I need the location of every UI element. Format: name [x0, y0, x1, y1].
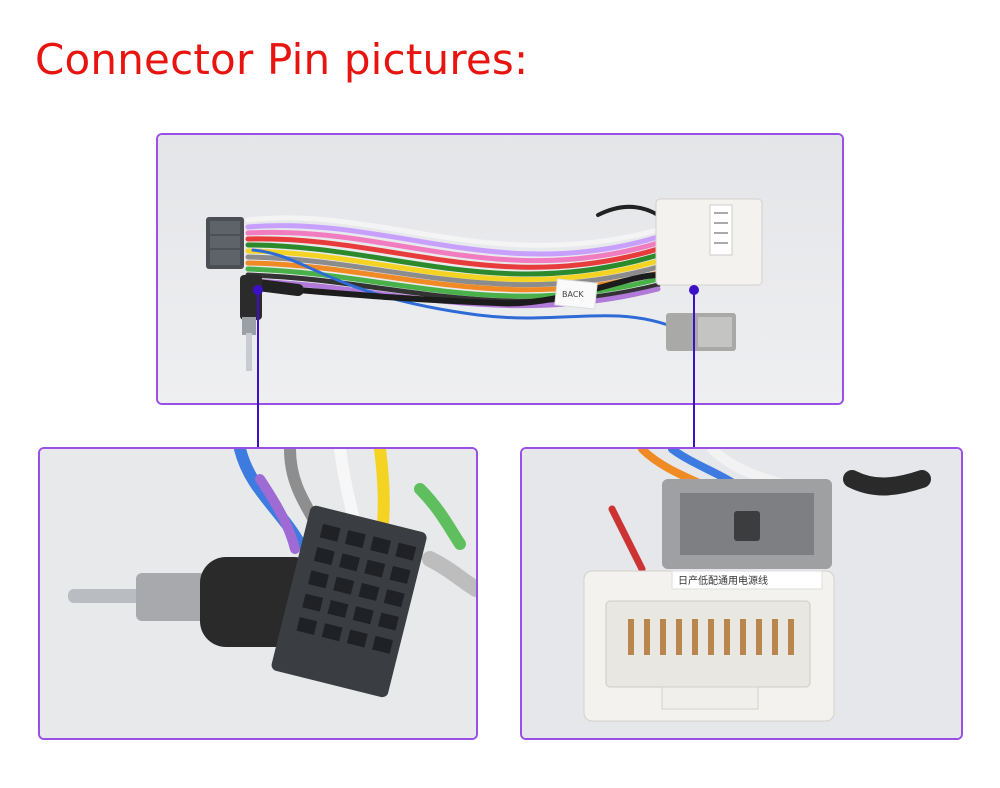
white-connector [583, 570, 835, 722]
grey-connector [662, 479, 832, 569]
radio-side-connector-photo [38, 447, 478, 740]
svg-text:日产低配通用电源线: 日产低配通用电源线 [678, 574, 768, 587]
radio-connector-closeup [40, 449, 476, 738]
full-harness-photo: BACK [156, 133, 844, 405]
radio-connector [206, 217, 244, 269]
car-side-connector-photo: 日产低配通用电源线 [520, 447, 963, 740]
sixteen-pin-connector [271, 505, 427, 698]
harness-illustration: BACK [158, 135, 842, 403]
svg-text:BACK: BACK [562, 290, 584, 299]
antenna-plug [240, 275, 304, 371]
wires-closeup [234, 449, 476, 597]
grey-car-connector [666, 313, 736, 351]
page-title: Connector Pin pictures: [35, 35, 529, 84]
white-car-connector [655, 198, 763, 286]
harness-tag: BACK [554, 278, 598, 310]
car-connector-closeup: 日产低配通用电源线 [522, 449, 961, 738]
connector-sticker: 日产低配通用电源线 [671, 570, 823, 590]
